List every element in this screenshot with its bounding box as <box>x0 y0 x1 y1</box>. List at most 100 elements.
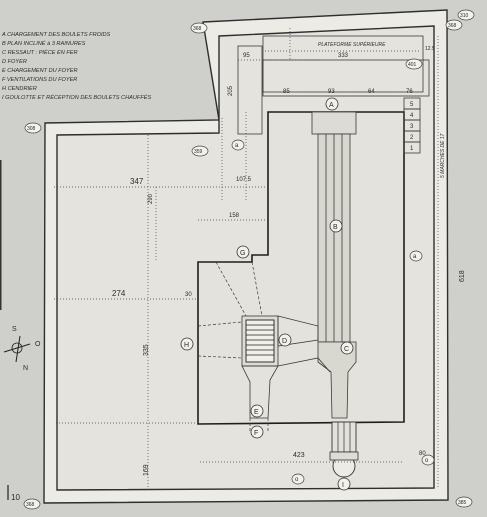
dim-107-5: 107.5 <box>236 177 252 183</box>
compass-rose <box>3 335 31 363</box>
elevation-o-bottom: o <box>291 473 305 485</box>
marker-a: A <box>325 97 339 111</box>
elevation-401: 401 <box>405 58 423 70</box>
loading-hopper-a <box>311 111 357 135</box>
svg-text:H CENDRIER: H CENDRIER <box>2 86 37 92</box>
dim-335: 335 <box>143 344 150 356</box>
compass-north-label: N <box>23 365 28 372</box>
svg-text:401: 401 <box>408 62 417 68</box>
svg-text:368: 368 <box>193 26 202 32</box>
platform-label: PLATEFORME SUPÉRIEURE <box>318 41 386 48</box>
svg-text:368: 368 <box>448 23 457 29</box>
legend-key: A <box>1 32 6 38</box>
marker-c: C <box>340 341 354 355</box>
dim-333: 333 <box>338 53 349 59</box>
svg-text:385: 385 <box>458 500 467 506</box>
elevation-308: 308 <box>24 122 42 134</box>
stair-steps <box>403 97 421 154</box>
elevation-385: 385 <box>455 496 473 508</box>
legend-text: GOULOTTE ET RÉCEPTION DES BOULETS CHAUFF… <box>5 94 151 101</box>
svg-text:F: F <box>254 430 258 437</box>
dim-95: 95 <box>243 53 250 59</box>
elevation-368-right: 368 <box>445 19 463 31</box>
marker-b: B <box>329 219 343 233</box>
svg-text:H: H <box>184 342 189 349</box>
dim-158: 158 <box>229 213 240 219</box>
marker-e: E <box>250 404 264 418</box>
platform-left-wall <box>237 45 263 135</box>
legend-key: I <box>2 95 4 101</box>
dim-80: 80 <box>419 451 426 457</box>
step-number: 4 <box>410 113 414 119</box>
step-number: 3 <box>410 124 414 130</box>
dim-30: 30 <box>185 292 192 298</box>
svg-text:G: G <box>240 250 245 257</box>
hearth-grate <box>245 319 275 363</box>
legend-key: D <box>2 59 6 65</box>
legend-text: CHARGEMENT DU FOYER <box>7 68 77 74</box>
svg-text:C: C <box>344 346 349 353</box>
elevation-368-bottom: 368 <box>23 498 41 510</box>
legend-key: H <box>2 86 7 92</box>
dimension-lines <box>54 28 439 490</box>
elevation-a-left: a <box>231 139 245 151</box>
dim-93: 93 <box>328 89 335 95</box>
svg-text:I: I <box>342 482 344 489</box>
svg-text:a: a <box>235 143 239 149</box>
legend-text: CENDRIER <box>8 86 37 92</box>
svg-text:a: a <box>413 254 417 260</box>
ash-pit-slope <box>277 357 331 373</box>
svg-text:308: 308 <box>27 126 36 132</box>
hearth-flue <box>277 315 319 347</box>
svg-text:I GOULOTTE ET RÉCEPTION DES BO: I GOULOTTE ET RÉCEPTION DES BOULETS CHAU… <box>2 94 151 101</box>
svg-text:E CHARGEMENT DU FOYER: E CHARGEMENT DU FOYER <box>2 68 78 74</box>
dim-347: 347 <box>130 177 144 186</box>
elevation-o-right: o <box>421 454 435 466</box>
dim-85: 85 <box>283 89 290 95</box>
elevation-a-right: a <box>409 250 423 262</box>
step-number: 2 <box>410 135 414 141</box>
legend-text: VENTILATIONS DU FOYER <box>7 77 77 83</box>
svg-text:368: 368 <box>26 502 35 508</box>
svg-text:A: A <box>329 102 334 109</box>
elevation-310: 310 <box>457 9 475 21</box>
svg-text:B: B <box>333 224 338 231</box>
legend-key: B <box>2 41 6 47</box>
elevation-359: 359 <box>191 145 209 157</box>
chute-i <box>329 421 359 478</box>
ledge-c <box>317 341 357 419</box>
dim-64: 64 <box>368 89 375 95</box>
legend-key: E <box>2 68 6 74</box>
dim-618: 618 <box>459 270 466 282</box>
svg-text:o: o <box>425 458 429 464</box>
legend-text: FOYER <box>8 59 27 65</box>
marker-g: G <box>236 245 250 259</box>
svg-text:F VENTILATIONS DU FOYER: F VENTILATIONS DU FOYER <box>2 77 77 83</box>
dim-274: 274 <box>112 289 126 298</box>
legend-key: F <box>2 77 6 83</box>
marker-d: D <box>278 333 292 347</box>
marker-f: F <box>250 425 264 439</box>
scale-label: 10 <box>11 493 20 502</box>
marker-h: H <box>180 337 194 351</box>
dim-169: 169 <box>143 464 150 476</box>
svg-text:B PLAN INCLINÉ à 3 RAINURES: B PLAN INCLINÉ à 3 RAINURES <box>2 40 86 47</box>
dim-423: 423 <box>293 452 305 459</box>
step-number: 1 <box>410 146 414 152</box>
svg-text:o: o <box>295 477 299 483</box>
svg-text:A CHARGEMENT DES BOULETS FROID: A CHARGEMENT DES BOULETS FROIDS <box>1 32 111 38</box>
ash-pit-hidden <box>197 261 263 359</box>
svg-text:D: D <box>282 338 287 345</box>
marker-i: I <box>337 477 351 491</box>
legend-key: C <box>2 50 7 56</box>
step-number: 5 <box>410 102 414 108</box>
svg-text:C RESSAUT : PIÈCE EN FER: C RESSAUT : PIÈCE EN FER <box>2 49 78 56</box>
compass-west-label: O <box>35 341 41 348</box>
legend-text: CHARGEMENT DES BOULETS FROIDS <box>7 32 110 38</box>
svg-text:D FOYER: D FOYER <box>2 59 27 65</box>
svg-text:359: 359 <box>194 149 203 155</box>
elevation-368-top: 368 <box>190 22 208 34</box>
dim-12-5: 12.5 <box>425 46 435 52</box>
